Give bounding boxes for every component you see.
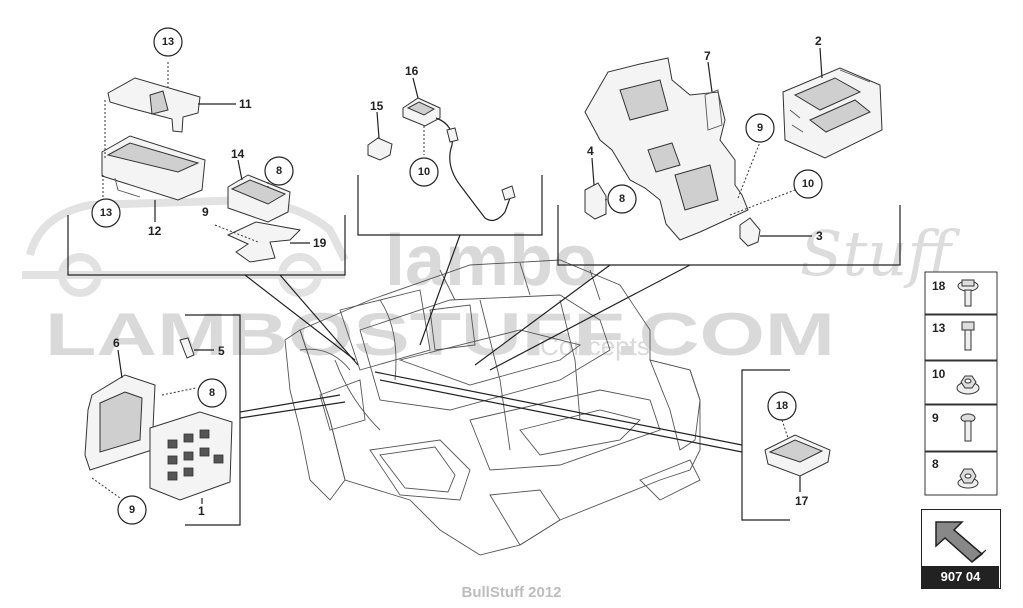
callout-13-top: 13	[153, 27, 183, 57]
page-reference-number: 907 04	[922, 566, 999, 588]
bolt-icon	[961, 321, 975, 351]
label-4: 4	[587, 144, 594, 158]
svg-text:10: 10	[932, 367, 946, 381]
label-2: 2	[815, 34, 822, 48]
watermark-site: LAMBOSTUFF.COM	[45, 301, 835, 368]
callout-10-middle: 10	[409, 157, 439, 187]
callout-8-left-middle: 8	[197, 378, 227, 408]
flange-nut-icon	[956, 375, 980, 395]
part-12-amplifier	[101, 135, 206, 201]
svg-text:13: 13	[100, 207, 112, 219]
chassis-frame	[284, 259, 701, 556]
watermark-brand: lambo	[385, 221, 597, 301]
nut-icon	[957, 468, 979, 489]
label-19: 19	[313, 236, 327, 250]
group-right-middle	[764, 419, 831, 477]
hardware-row-10: 10	[924, 360, 998, 405]
label-9-left: 9	[202, 205, 209, 219]
watermark: lambo Stuff LAMBOSTUFF.COM Concepts	[22, 195, 960, 368]
part-3-sensor	[739, 217, 761, 247]
part-4-bracket	[584, 182, 607, 220]
watermark-car-logo	[22, 195, 349, 297]
flange-bolt-icon	[957, 279, 979, 307]
label-17: 17	[795, 494, 809, 508]
callout-10-right: 10	[793, 169, 823, 199]
label-3: 3	[816, 229, 823, 243]
callout-8-left-top: 8	[264, 156, 294, 186]
svg-text:8: 8	[619, 193, 625, 205]
label-5: 5	[218, 344, 225, 358]
hardware-legend: 18 13 10 9	[924, 271, 998, 496]
label-15: 15	[370, 99, 384, 113]
label-7: 7	[704, 49, 711, 63]
label-6: 6	[113, 336, 120, 350]
part-5-pin	[179, 337, 195, 359]
watermark-tagline: Concepts	[540, 331, 650, 361]
group-top-right	[584, 57, 883, 247]
callout-18: 18	[767, 391, 797, 421]
part-15-cap	[367, 137, 393, 161]
page-reference-box: 907 04	[921, 509, 1001, 589]
svg-text:8: 8	[932, 457, 939, 471]
arrow-up-left-icon	[935, 521, 987, 563]
svg-text:18: 18	[932, 279, 946, 293]
hardware-row-8: 8	[924, 451, 998, 496]
leader-lines	[67, 175, 901, 526]
svg-text:9: 9	[932, 411, 939, 425]
group-top-middle	[367, 97, 516, 222]
footer-credit: BullStuff 2012	[461, 584, 562, 601]
svg-text:13: 13	[162, 36, 174, 48]
callout-13-left: 13	[91, 198, 121, 228]
label-14: 14	[231, 147, 245, 161]
callout-8-right: 8	[607, 184, 637, 214]
label-16: 16	[405, 64, 419, 78]
callouts: 13 13 8 10 9 10 8 8 9 18	[91, 27, 823, 525]
part-labels: 11 12 14 19 9 16 15 7 2 4 3 6 5 1 17	[113, 34, 823, 518]
part-19-bracket	[226, 221, 302, 263]
svg-text:18: 18	[776, 400, 788, 412]
hardware-row-13: 13	[924, 314, 998, 361]
callout-9-bottom: 9	[117, 495, 147, 525]
group-top-left	[101, 62, 302, 263]
svg-text:10: 10	[802, 178, 814, 190]
hardware-row-18: 18	[924, 271, 998, 315]
svg-text:9: 9	[129, 504, 135, 516]
hardware-row-9: 9	[924, 404, 998, 452]
svg-text:13: 13	[932, 321, 946, 335]
screw-icon	[960, 413, 976, 442]
group-left-middle	[84, 337, 233, 501]
svg-text:9: 9	[757, 122, 763, 134]
svg-text:10: 10	[418, 166, 430, 178]
svg-text:8: 8	[276, 165, 282, 177]
label-11: 11	[239, 97, 252, 111]
label-12: 12	[148, 224, 162, 238]
label-1: 1	[198, 504, 205, 518]
svg-text:8: 8	[209, 387, 215, 399]
callout-9-right: 9	[745, 113, 775, 143]
